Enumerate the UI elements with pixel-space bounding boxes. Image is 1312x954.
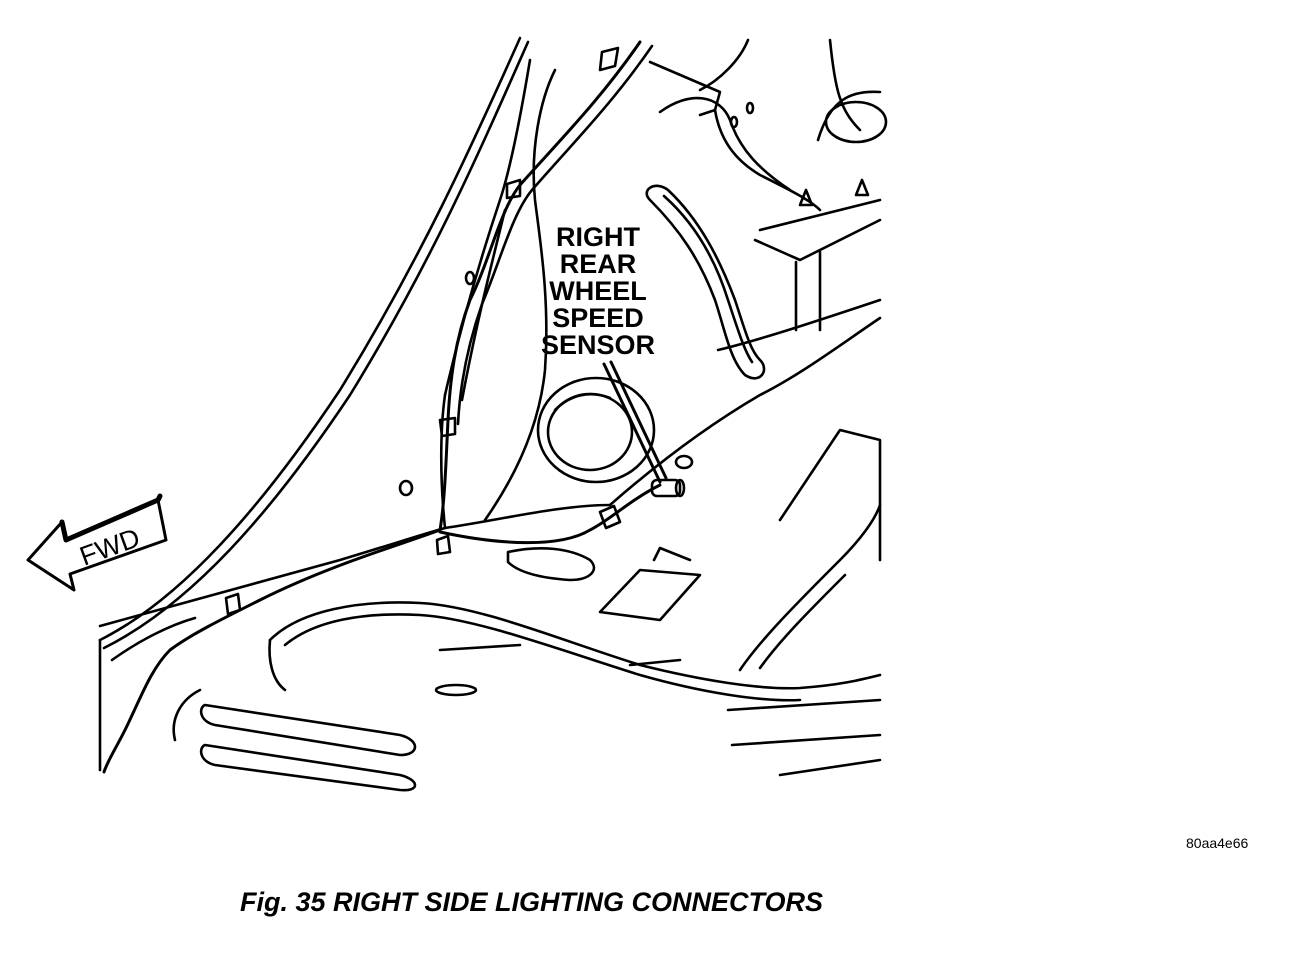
wiring-harness-pillar bbox=[102, 40, 662, 774]
callout-line-1: RIGHT bbox=[556, 222, 641, 252]
callout-label: RIGHT REAR WHEEL SPEED SENSOR bbox=[541, 222, 655, 360]
figure-caption: Fig. 35 RIGHT SIDE LIGHTING CONNECTORS bbox=[240, 887, 824, 917]
callout-line-3: WHEEL bbox=[549, 276, 647, 306]
upper-inner-panel bbox=[648, 38, 888, 332]
wheel-speed-sensor-connector bbox=[650, 478, 686, 498]
image-code: 80aa4e66 bbox=[1186, 835, 1249, 851]
wheelhouse-reinforcement bbox=[645, 184, 766, 380]
quarter-panel-pillar bbox=[98, 36, 612, 772]
callout-leader-line bbox=[602, 360, 668, 484]
fwd-direction-arrow: FWD bbox=[26, 493, 168, 592]
callout-line-2: REAR bbox=[560, 249, 637, 279]
cargo-floor bbox=[172, 298, 882, 792]
callout-line-4: SPEED bbox=[552, 303, 644, 333]
callout-line-5: SENSOR bbox=[541, 330, 655, 360]
wheel-well-opening bbox=[398, 270, 694, 497]
